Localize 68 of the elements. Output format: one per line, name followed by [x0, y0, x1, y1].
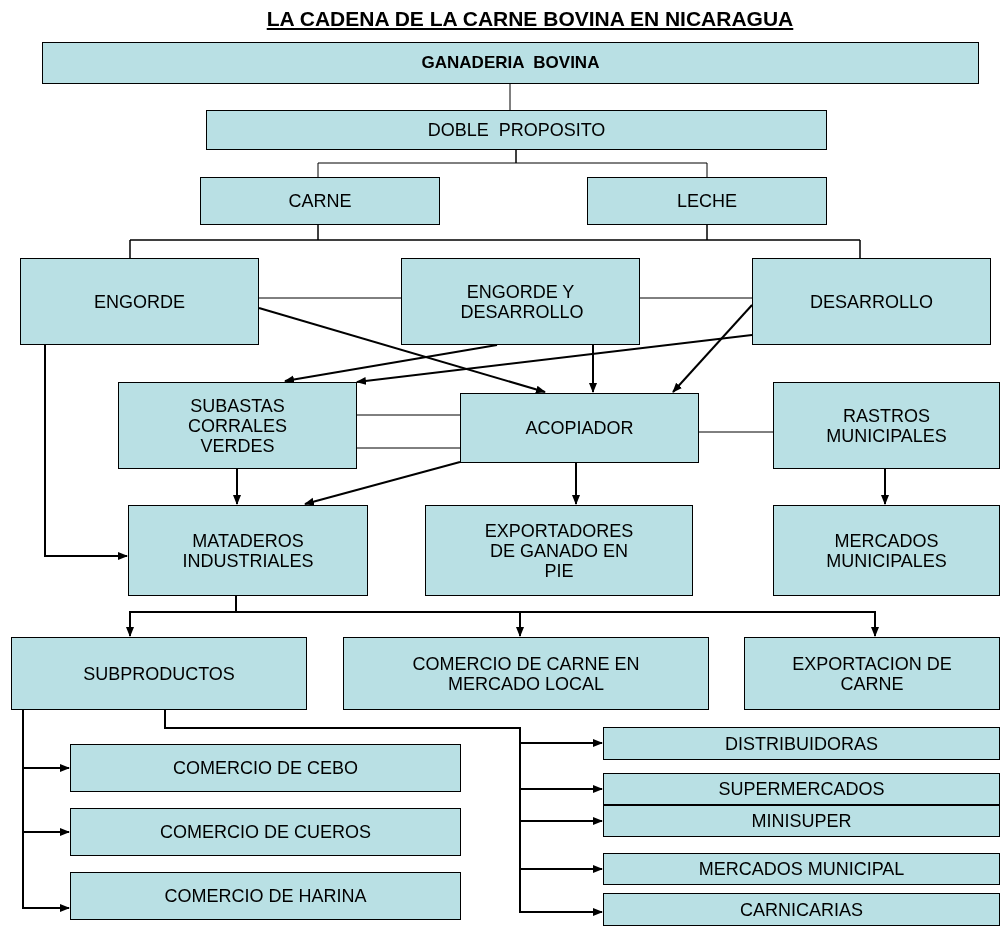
process-box: [587, 177, 827, 225]
arrow: [258, 307, 546, 394]
box-label: COMERCIO DE CARNE EN MERCADO LOCAL: [411, 653, 641, 694]
box-label: SUBASTAS CORRALES VERDES: [187, 395, 288, 456]
process-box: [603, 727, 1000, 760]
process-box: [773, 505, 1000, 596]
box-label: GANADERIA BOVINA: [421, 53, 600, 73]
diagram-title: LA CADENA DE LA CARNE BOVINA EN NICARAGUA: [265, 6, 795, 32]
arrow: [304, 461, 461, 506]
process-box: [42, 42, 979, 84]
process-box: [603, 773, 1000, 805]
box-label: MINISUPER: [751, 811, 852, 831]
box-label: MATADEROS INDUSTRIALES: [181, 530, 315, 571]
box-label: RASTROS MUNICIPALES: [825, 405, 948, 446]
process-box: [603, 805, 1000, 837]
arrow: [356, 334, 753, 385]
process-box: [773, 382, 1000, 469]
connector-line: [639, 297, 753, 299]
process-box: [425, 505, 693, 596]
process-box: [128, 505, 368, 596]
box-label: CARNE: [288, 191, 352, 211]
box-label: MERCADOS MUNICIPALES: [825, 530, 948, 571]
process-box: [11, 637, 307, 710]
arrow: [233, 468, 241, 505]
process-box: [460, 393, 699, 463]
process-box: [118, 382, 357, 469]
process-box: [70, 808, 461, 856]
connector-line: [356, 414, 461, 416]
arrow: [284, 344, 498, 384]
box-label: DISTRIBUIDORAS: [725, 733, 878, 754]
box-label: ENGORDE: [94, 291, 185, 312]
connector-line: [706, 224, 861, 259]
arrow: [589, 344, 597, 393]
process-box: [20, 258, 259, 345]
process-box: [752, 258, 991, 345]
box-label: EXPORTADORES DE GANADO EN PIE: [483, 520, 635, 581]
process-box: [206, 110, 827, 150]
connector-line: [356, 447, 461, 449]
box-label: ACOPIADOR: [525, 418, 634, 438]
box-label: LECHE: [677, 191, 737, 211]
process-box: [744, 637, 1000, 710]
box-label: ENGORDE Y DESARROLLO: [460, 281, 581, 322]
process-box: [603, 853, 1000, 885]
box-label: DESARROLLO: [809, 291, 933, 312]
box-label: COMERCIO DE CEBO: [173, 758, 358, 778]
arrow: [22, 709, 70, 912]
box-label: COMERCIO DE CUEROS: [160, 822, 371, 842]
arrow: [572, 462, 580, 505]
box-label: DOBLE PROPOSITO: [427, 120, 606, 140]
process-box: [603, 893, 1000, 926]
arrow: [672, 304, 753, 393]
process-box: [401, 258, 640, 345]
box-label: SUBPRODUCTOS: [83, 663, 235, 684]
arrow: [44, 344, 128, 560]
connector-line: [258, 297, 402, 299]
box-label: EXPORTACION DE CARNE: [791, 653, 953, 694]
process-box: [200, 177, 440, 225]
box-label: MERCADOS MUNICIPAL: [698, 859, 905, 879]
connector-line: [515, 149, 708, 178]
process-box: [343, 637, 709, 710]
box-label: COMERCIO DE HARINA: [164, 886, 367, 906]
process-box: [70, 744, 461, 792]
connector-line: [698, 431, 774, 433]
process-box: [70, 872, 461, 920]
box-label: CARNICARIAS: [740, 899, 863, 920]
arrow: [881, 468, 889, 505]
connector-line: [509, 83, 511, 111]
box-label: SUPERMERCADOS: [718, 779, 885, 799]
